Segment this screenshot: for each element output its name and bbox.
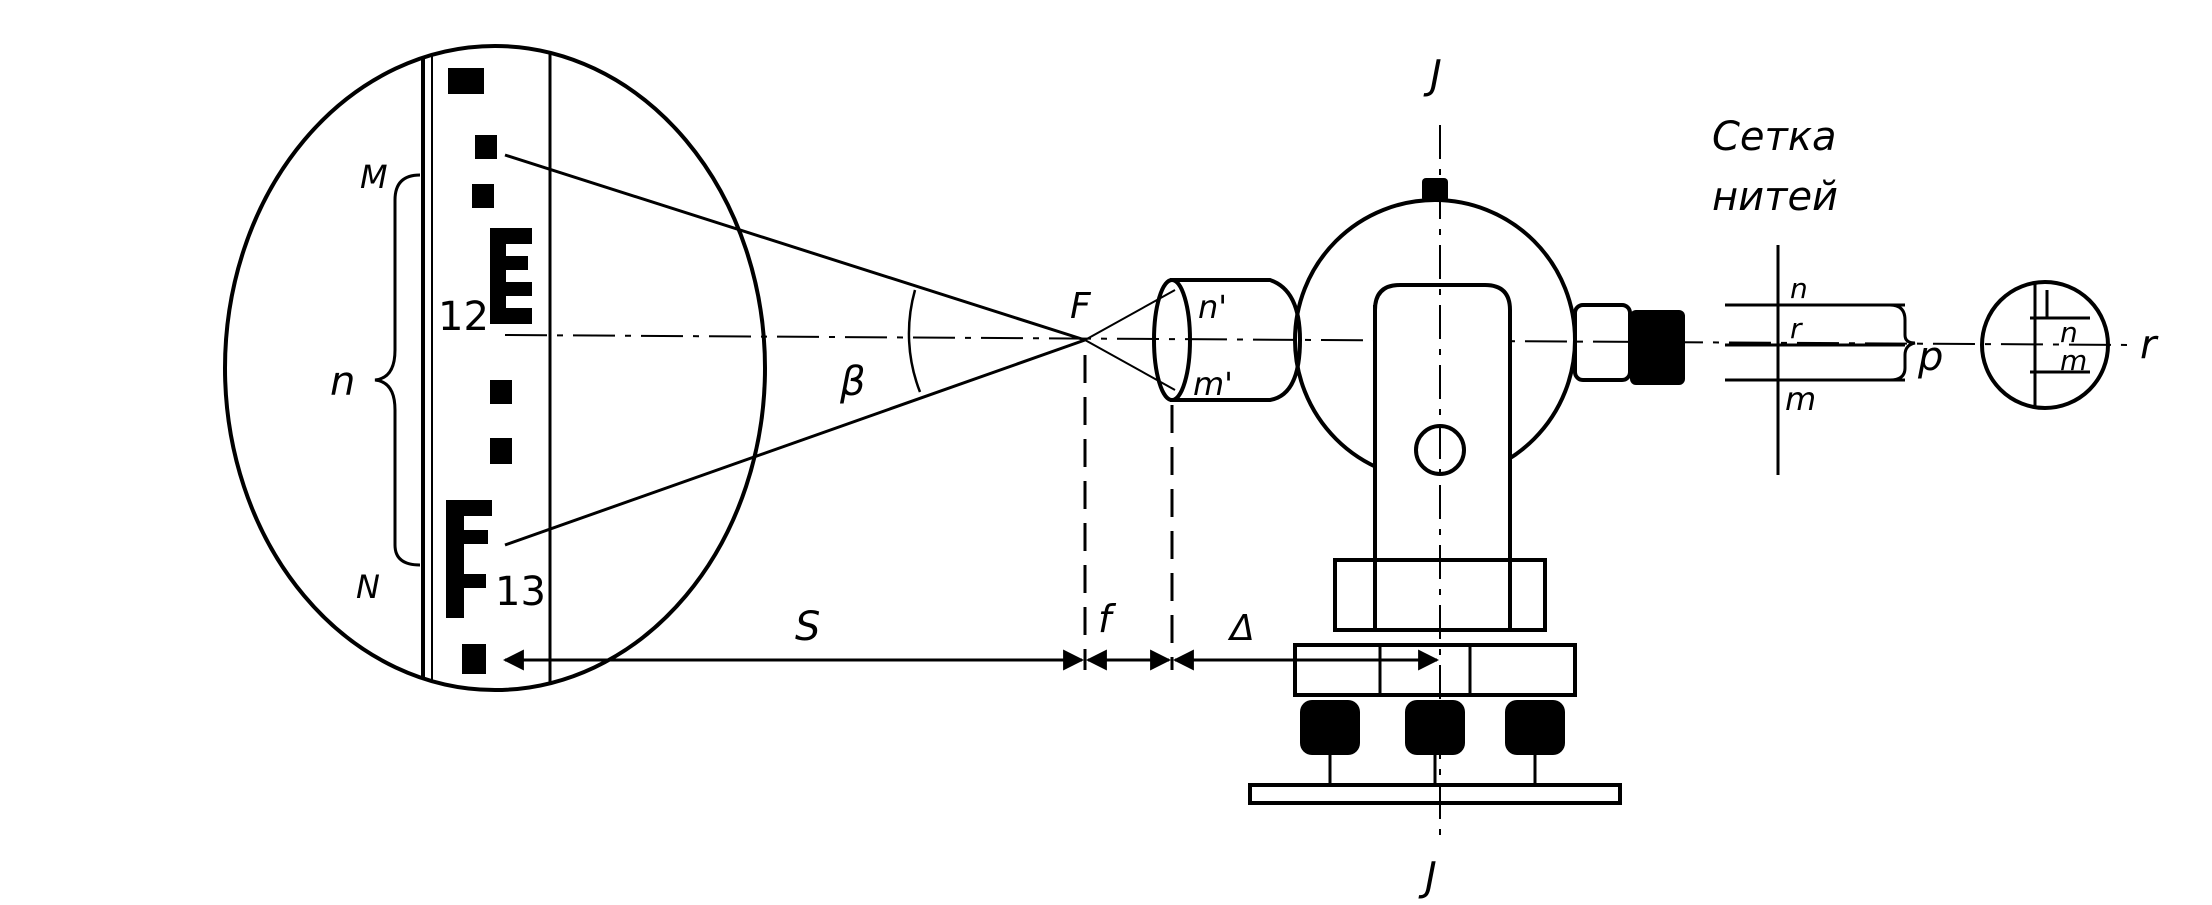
lens-label-m-prime: m' [1193,365,1233,403]
reticle-title-line-2: нитей [1712,174,1838,220]
angle-label-beta: β [839,359,866,405]
rod-label-N: N [356,568,380,606]
distance-label-f: f [1098,597,1117,641]
view-label-m: m [2060,344,2087,377]
dimension-lines: S f Δ [502,355,1440,671]
view-label-n: n [2060,316,2078,349]
reticle: Сетка нитей n r m p [1712,114,1943,475]
angle-arc [907,289,922,393]
sight-line-upper [504,153,1086,342]
magnified-rod-view: 12 13 M N n [223,44,767,692]
base-plate [1248,783,1622,805]
leveling-screws [1300,700,1565,785]
eyepiece-knob [1630,310,1685,385]
focus-label-F: F [1070,286,1092,327]
interval-label-n: n [330,359,355,405]
leveling-rod [421,46,552,690]
rod-label-M: M [360,158,388,196]
reticle-brace [1889,303,1916,382]
interval-brace [374,173,421,567]
reticle-title-line-1: Сетка [1712,114,1837,160]
reticle-label-p: p [1917,334,1943,380]
optical-geometry: β F [504,153,2136,547]
rod-number-13: 13 [495,569,546,615]
view-label-r: r [2140,322,2159,368]
sight-line-lower [504,338,1086,547]
standard [1373,283,1512,632]
reticle-label-r: r [1790,312,1803,345]
magnifier-circle [223,44,767,692]
distance-label-delta: Δ [1227,608,1255,649]
rod-number-12: 12 [438,294,489,340]
lens-label-n-prime: n' [1198,288,1227,326]
reticle-label-n: n [1790,272,1808,305]
top-cap [1422,178,1448,202]
reticle-label-m: m [1785,380,1816,418]
distance-label-S: S [795,604,820,650]
axis-label-bottom: J [1418,854,1437,900]
theodolite: J J [1248,52,1685,900]
objective-lens: n' m' [1152,278,1303,403]
axis-label-top: J [1423,52,1442,98]
eyepiece-view: n m r [1980,280,2159,410]
